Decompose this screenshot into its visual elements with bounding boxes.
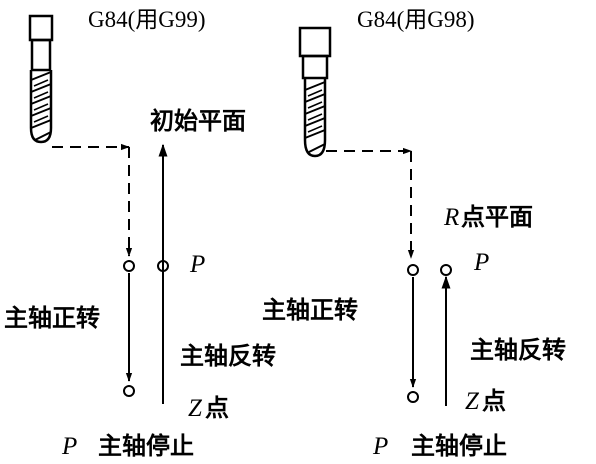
left-z-point: [123, 385, 135, 397]
right-r-plane-suffix: 点平面: [461, 203, 533, 231]
right-p-point-up: [440, 264, 452, 276]
left-spindle-forward-label: 主轴正转: [4, 304, 100, 332]
left-title: G84(用G99): [88, 7, 206, 32]
right-p-point-down: [407, 264, 419, 276]
left-p-point-down: [123, 260, 135, 272]
left-spindle-reverse-label: 主轴反转: [180, 342, 276, 370]
right-z-point-suffix: 点: [482, 387, 506, 415]
right-spindle-stop-label: 主轴停止: [411, 432, 507, 460]
left-tap-tool-icon: [28, 14, 54, 144]
right-spindle-reverse-label: 主轴反转: [470, 336, 566, 364]
right-z-point: [407, 391, 419, 403]
right-z-letter: Z: [465, 388, 480, 415]
left-stop-p-label: P: [61, 433, 77, 460]
right-panel: G84(用G98) R 点平面 P 主轴正转 主轴反转 Z 点 P 主轴停止: [262, 7, 566, 460]
right-p-label: P: [473, 249, 489, 276]
left-spindle-stop-label: 主轴停止: [98, 432, 194, 460]
right-title: G84(用G98): [357, 7, 475, 32]
left-p-point-up: [157, 260, 169, 272]
right-stop-p-label: P: [372, 433, 388, 460]
left-initial-plane-label: 初始平面: [150, 107, 246, 135]
right-tap-tool-icon: [298, 26, 332, 158]
left-p-label: P: [189, 251, 205, 278]
left-panel: G84(用G99) 初始平面 P 主轴正转 主轴反转 Z 点 P 主轴停止: [4, 7, 276, 460]
left-z-point-suffix: 点: [205, 394, 229, 422]
left-z-letter: Z: [188, 395, 203, 422]
right-spindle-forward-label: 主轴正转: [262, 296, 358, 324]
right-r-letter: R: [443, 204, 459, 231]
